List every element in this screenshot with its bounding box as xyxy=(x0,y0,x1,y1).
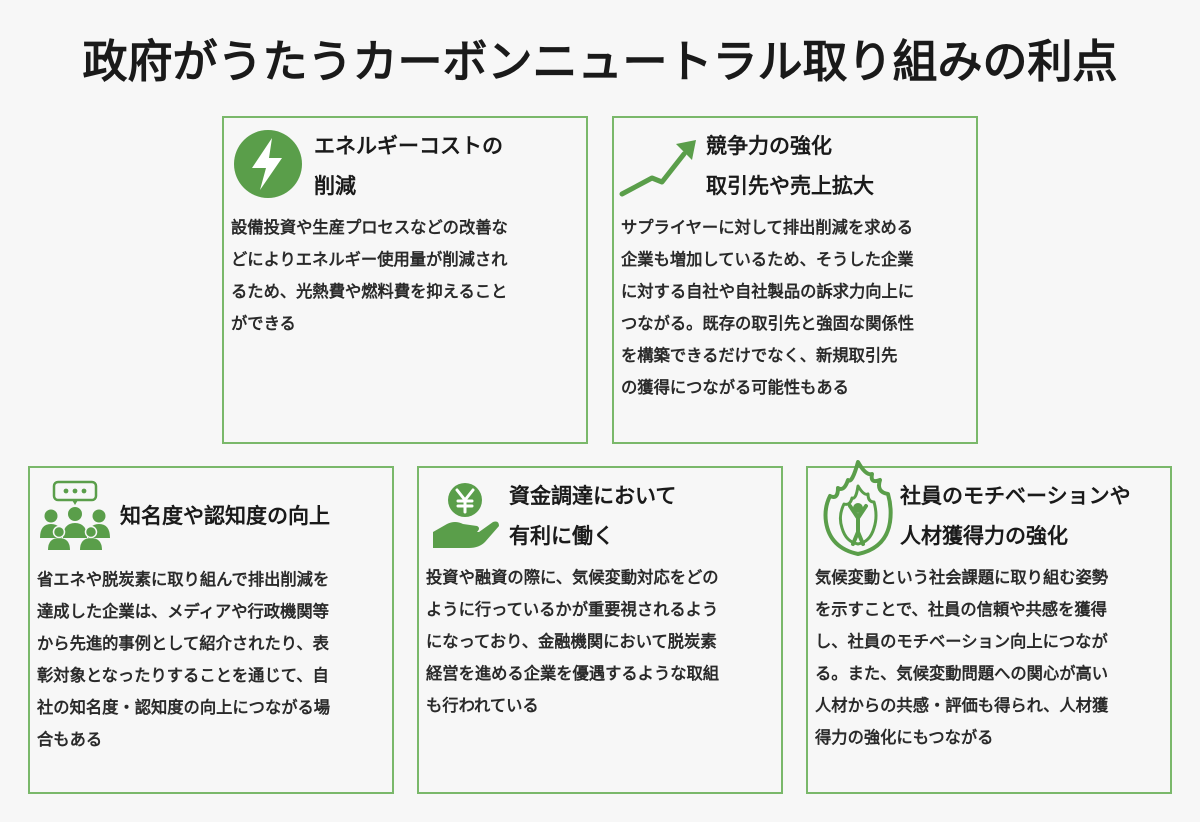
yen-hand-icon xyxy=(429,480,501,556)
card-energy-cost: エネルギーコストの 削減 設備投資や生産プロセスなどの改善な どによりエネルギー… xyxy=(222,116,588,444)
people-speech-icon xyxy=(38,480,112,556)
card-body: 気候変動という社会課題に取り組む姿勢 を示すことで、社員の信頼や共感を獲得 し、… xyxy=(815,568,1109,747)
page-title: 政府がうたうカーボンニュートラル取り組みの利点 xyxy=(82,35,1118,88)
card-heading: 競争力の強化 取引先や売上拡大 xyxy=(706,134,874,198)
card-heading: 社員のモチベーションや 人材獲得力の強化 xyxy=(900,484,1131,548)
person-flame-icon xyxy=(822,460,894,560)
card-financing: 資金調達において 有利に働く 投資や融資の際に、気候変動対応をどの ように行って… xyxy=(417,466,783,794)
lightning-icon xyxy=(232,128,304,204)
card-competitiveness: 競争力の強化 取引先や売上拡大 サプライヤーに対して排出削減を求める 企業も増加… xyxy=(612,116,978,444)
trend-up-arrow-icon xyxy=(618,136,698,204)
card-body: サプライヤーに対して排出削減を求める 企業も増加しているため、そうした企業 に対… xyxy=(621,218,915,397)
card-body: 省エネや脱炭素に取り組んで排出削減を 達成した企業は、メディアや行政機関等 から… xyxy=(37,570,331,749)
card-heading: 知名度や認知度の向上 xyxy=(120,504,330,528)
card-body: 投資や融資の際に、気候変動対応をどの ように行っているかが重要視されるよう にな… xyxy=(426,568,720,715)
card-motivation: 社員のモチベーションや 人材獲得力の強化 気候変動という社会課題に取り組む姿勢 … xyxy=(806,460,1172,794)
card-body: 設備投資や生産プロセスなどの改善な どによりエネルギー使用量が削減され るため、… xyxy=(231,218,508,333)
card-heading: 資金調達において 有利に働く xyxy=(509,484,677,548)
card-heading: エネルギーコストの 削減 xyxy=(314,134,503,198)
card-recognition: 知名度や認知度の向上 省エネや脱炭素に取り組んで排出削減を 達成した企業は、メデ… xyxy=(28,466,394,794)
